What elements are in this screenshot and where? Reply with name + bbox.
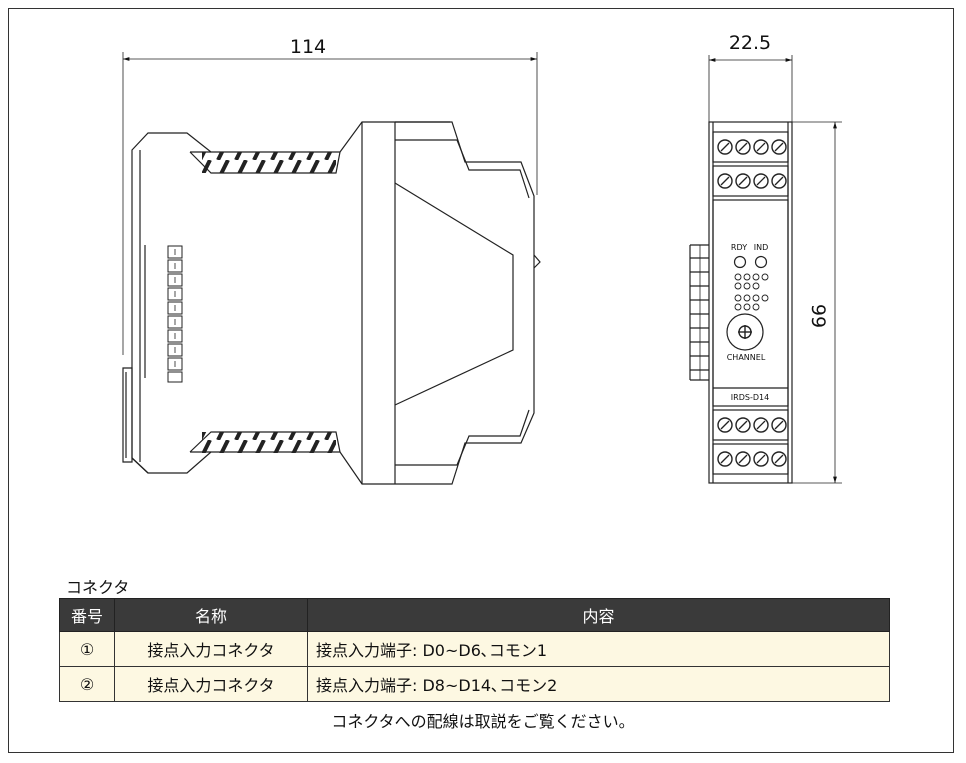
ind-led xyxy=(754,255,768,269)
dial-label: CHANNEL xyxy=(727,353,766,362)
front-width-label: 22.5 xyxy=(729,32,771,54)
table-row: ① 接点入力コネクタ 接点入力端子: D0~D6､コモン1 xyxy=(59,631,890,667)
front-view xyxy=(689,55,842,484)
terminal-screws xyxy=(717,139,787,467)
row-content: 接点入力端子: D0~D6､コモン1 xyxy=(307,631,890,667)
table-row: ② 接点入力コネクタ 接点入力端子: D8~D14､コモン2 xyxy=(59,666,890,702)
row-number: ① xyxy=(59,631,115,667)
row-name: 接点入力コネクタ xyxy=(114,666,308,702)
rdy-led-label: RDY xyxy=(731,243,747,252)
header-name: 名称 xyxy=(114,598,308,632)
header-number: 番号 xyxy=(59,598,115,632)
table-header-row: 番号 名称 内容 xyxy=(59,598,890,632)
side-view xyxy=(122,52,541,485)
ind-led-label: IND xyxy=(754,243,769,252)
row-name: 接点入力コネクタ xyxy=(114,631,308,667)
figure-frame xyxy=(8,8,954,753)
model-label: IRDS-D14 xyxy=(731,393,769,402)
wiring-note: コネクタへの配線は取説をご覧ください。 xyxy=(331,712,635,731)
side-width-label: 114 xyxy=(290,36,326,58)
connector-table: 番号 名称 内容 ① 接点入力コネクタ 接点入力端子: D0~D6､コモン1 ②… xyxy=(59,598,890,702)
height-label: 99 xyxy=(807,304,829,328)
row-number: ② xyxy=(59,666,115,702)
status-leds xyxy=(733,255,768,269)
side-connector-pins xyxy=(167,245,183,383)
header-content: 内容 xyxy=(307,598,890,632)
row-content: 接点入力端子: D8~D14､コモン2 xyxy=(307,666,890,702)
channel-leds xyxy=(734,273,769,311)
rdy-led xyxy=(733,255,747,269)
channel-dial xyxy=(726,313,764,351)
connector-caption: コネクタ xyxy=(66,578,130,597)
